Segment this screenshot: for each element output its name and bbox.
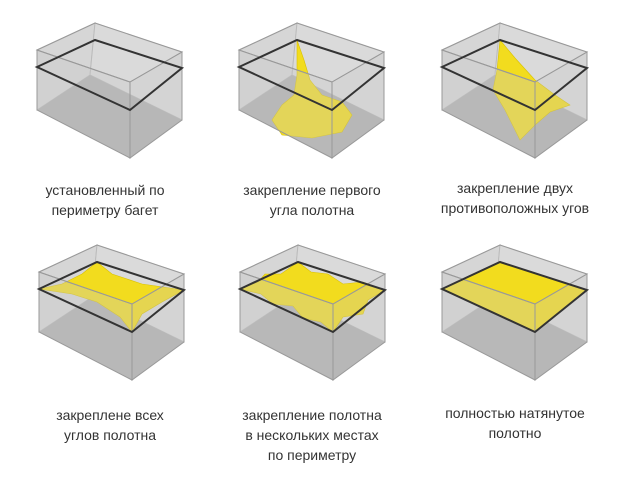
- box-all-corners: [36, 244, 187, 381]
- caption-all-corners: закреплене всех углов полотна: [10, 405, 210, 445]
- caption-line: закреплене всех: [56, 407, 164, 423]
- caption-two-corners: закрепление двух противоположных угов: [415, 178, 615, 218]
- stretch-canvas: [492, 39, 571, 141]
- box-one-corner: [236, 22, 387, 159]
- perimeter-baguette: [237, 260, 388, 334]
- caption-line: закрепление полотна: [242, 407, 382, 423]
- box-full: [439, 244, 590, 381]
- box-top-edge: [440, 244, 589, 305]
- caption-line: закрепление первого: [243, 182, 381, 198]
- caption-line: установленный по: [45, 182, 165, 198]
- box-top-edge: [35, 22, 184, 83]
- caption-line: угла полотна: [269, 202, 355, 218]
- box-frame: [34, 22, 185, 159]
- caption-line: по периметру: [267, 447, 357, 463]
- caption-several-points: закрепление полотна в нескольких местах по…: [212, 405, 412, 465]
- box-floor: [39, 297, 184, 380]
- box-top-edge: [440, 22, 589, 83]
- caption-frame: установленный по периметру багет: [5, 180, 205, 220]
- perimeter-baguette: [439, 260, 590, 334]
- perimeter-baguette: [36, 260, 187, 334]
- caption-line: углов полотна: [63, 427, 157, 443]
- box-floor: [240, 297, 385, 380]
- box-floor: [442, 297, 587, 380]
- box-top-edge: [37, 244, 186, 305]
- perimeter-baguette: [439, 38, 590, 112]
- box-top-edge: [238, 244, 387, 305]
- box-two-corners: [439, 22, 590, 159]
- caption-line: периметру багет: [51, 202, 159, 218]
- caption-full: полностью натянутое полотно: [415, 403, 615, 443]
- caption-line: полотно: [488, 425, 542, 441]
- box-floor: [37, 75, 182, 158]
- caption-line: в нескольких местах: [245, 427, 379, 443]
- caption-line: полностью натянутое: [445, 405, 585, 421]
- caption-line: противоположных угов: [440, 200, 590, 216]
- perimeter-baguette: [34, 38, 185, 112]
- box-top-edge: [237, 22, 386, 83]
- caption-line: закрепление двух: [457, 180, 573, 196]
- perimeter-baguette: [236, 38, 387, 112]
- caption-one-corner: закрепление первого угла полотна: [212, 180, 412, 220]
- box-several-points: [237, 244, 388, 381]
